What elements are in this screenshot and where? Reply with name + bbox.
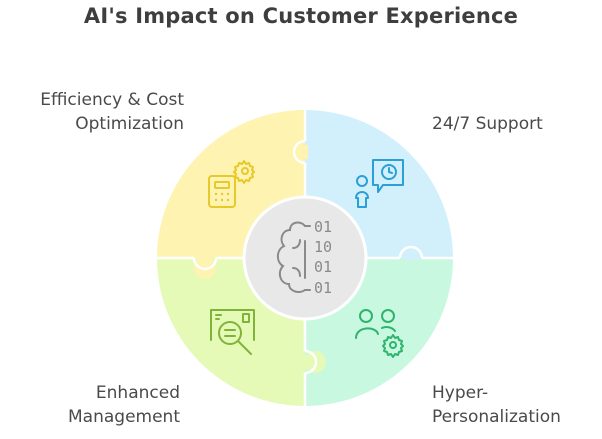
- binary-row-3: 01: [314, 258, 332, 276]
- binary-row-2: 10: [314, 238, 332, 256]
- person-clock-chat-icon: [355, 159, 404, 208]
- diagram-title: AI's Impact on Customer Experience: [83, 4, 519, 28]
- brain-binary-icon: 01 10 01 01: [276, 218, 332, 297]
- label-24-7-support: 24/7 Support: [432, 114, 543, 134]
- binary-row-4: 01: [314, 279, 332, 297]
- calculator-gear-icon: [208, 160, 255, 208]
- binary-row-1: 01: [314, 218, 332, 236]
- document-search-icon: [210, 309, 255, 355]
- label-hyper-personalization: Hyper- Personalization: [432, 383, 561, 427]
- label-efficiency-cost-optimization: Efficiency & Cost Optimization: [40, 90, 184, 134]
- users-gear-icon: [355, 309, 404, 358]
- label-enhanced-management: Enhanced Management: [68, 383, 180, 427]
